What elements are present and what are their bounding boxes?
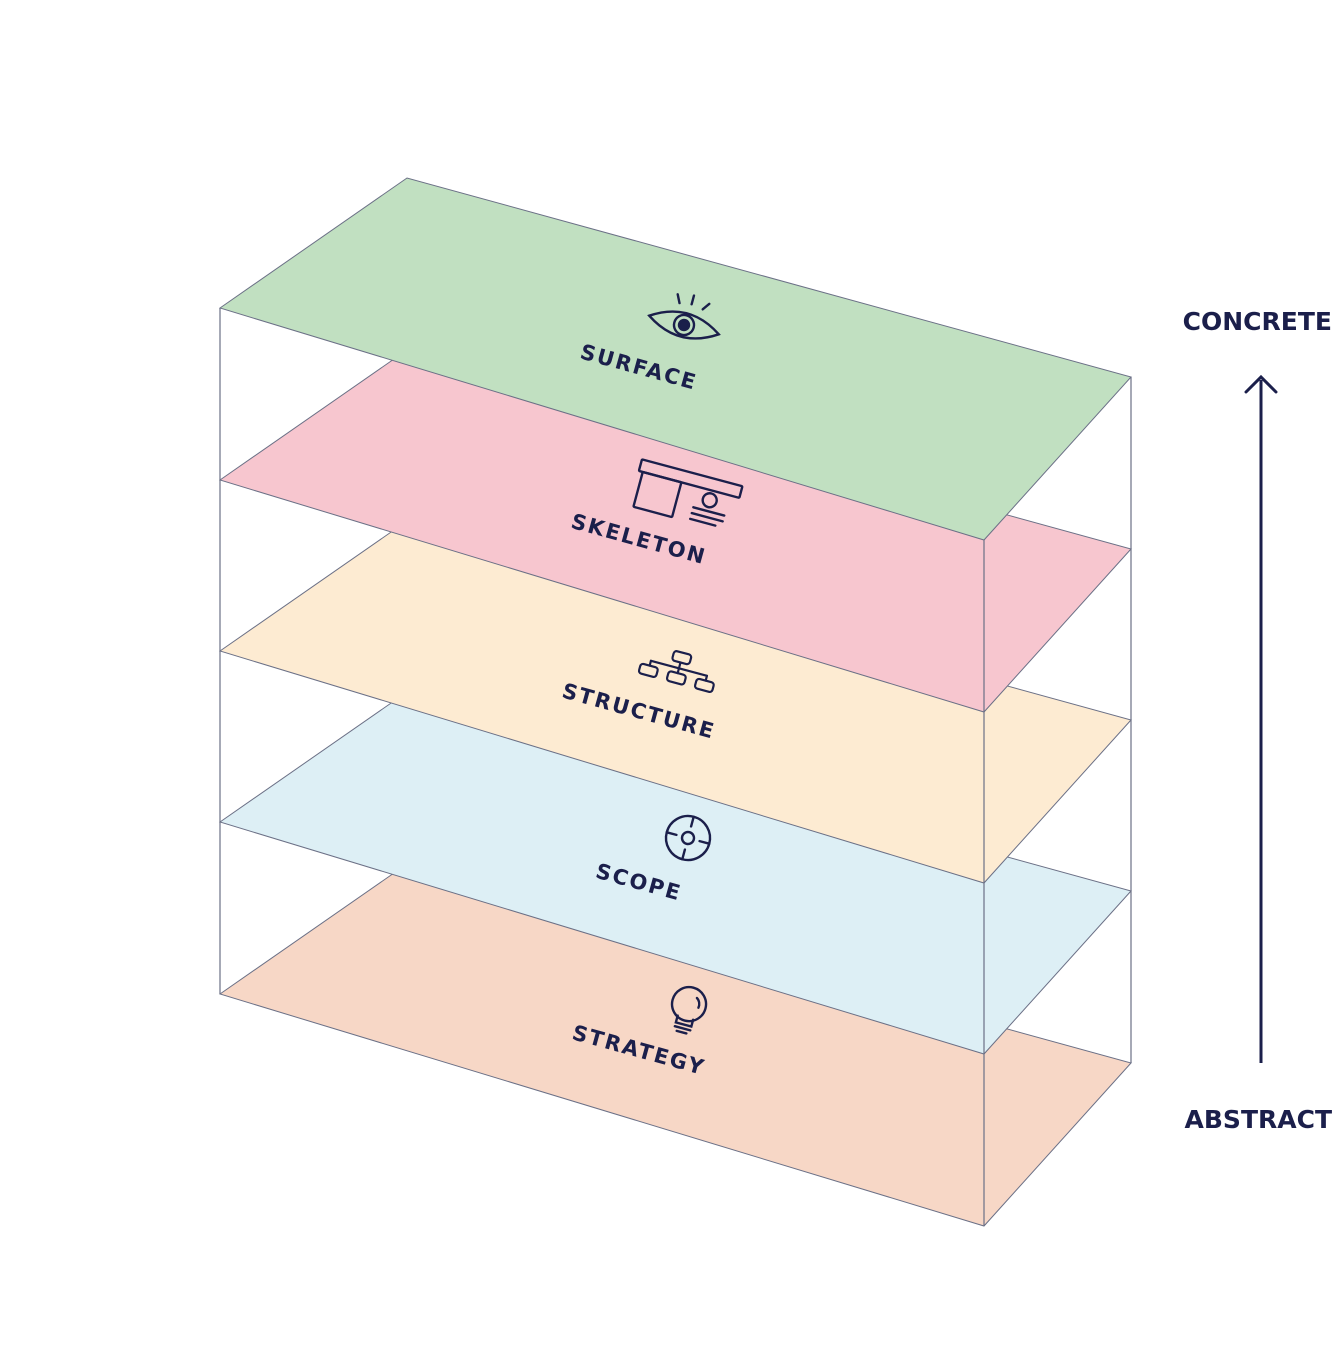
target-icon	[664, 814, 712, 862]
axis-top-label: CONCRETE	[1183, 307, 1332, 336]
arrow-up-icon	[1244, 374, 1278, 394]
layer-scope: SCOPE	[218, 691, 1132, 1055]
layer-skeleton: SKELETON	[218, 349, 1132, 713]
abstraction-axis: CONCRETE ABSTRACT	[1183, 307, 1332, 1134]
layer-skeleton-plane	[218, 349, 1132, 713]
wireframe-icon	[632, 458, 744, 527]
lightbulb-icon	[670, 985, 708, 1035]
layer-strategy-plane	[218, 863, 1132, 1227]
layer-scope-plane	[218, 691, 1132, 1055]
layer-surface: SURFACE	[218, 177, 1132, 541]
layer-strategy: STRATEGY	[218, 863, 1132, 1227]
hierarchy-icon	[637, 650, 715, 694]
eye-icon	[647, 293, 721, 340]
layer-structure: STRUCTURE	[218, 520, 1132, 884]
layer-structure-plane	[218, 520, 1132, 884]
axis-bottom-label: ABSTRACT	[1185, 1105, 1332, 1134]
layer-surface-plane	[218, 177, 1132, 541]
